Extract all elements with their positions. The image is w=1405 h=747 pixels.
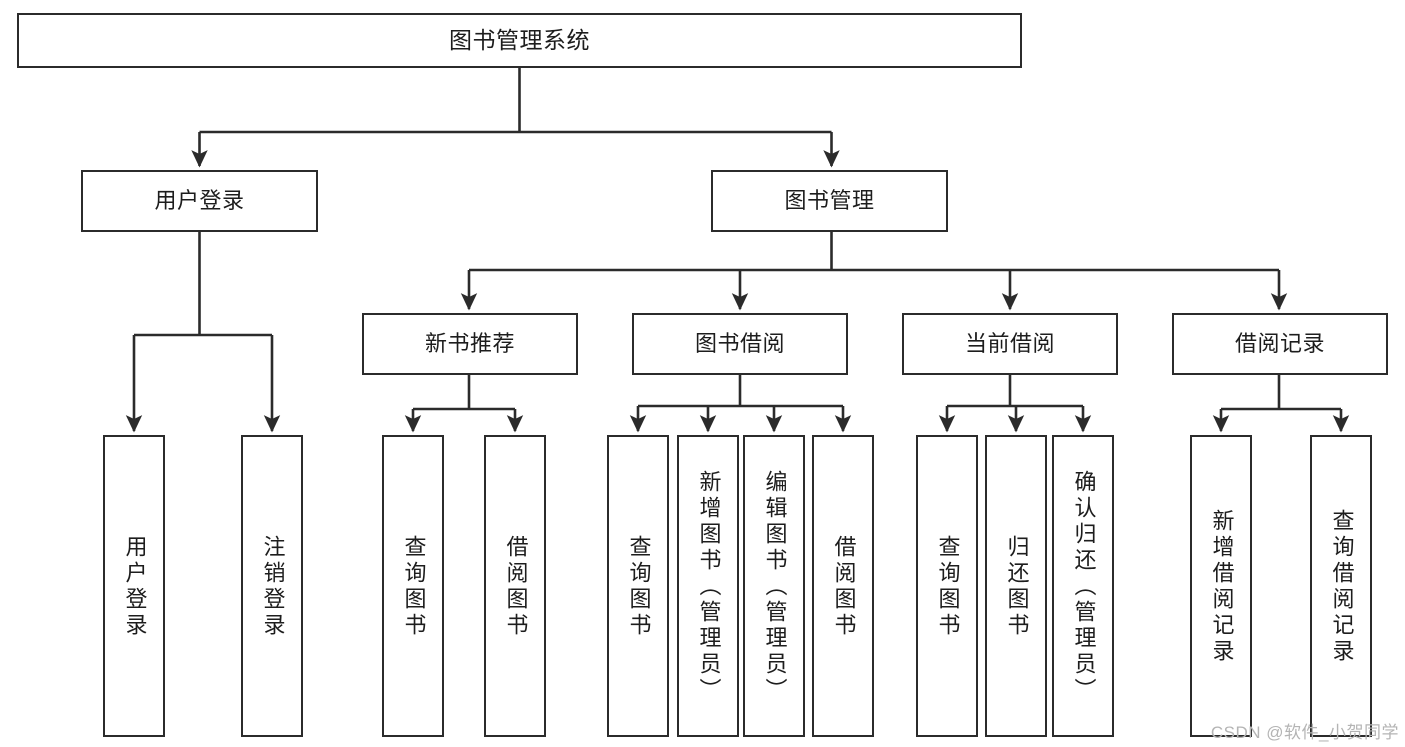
node-label: 查询图书 (401, 535, 427, 639)
node-leaf-query-borrow-record[interactable]: 查询借阅记录 (1310, 435, 1372, 737)
node-leaf-query-book-recommendation[interactable]: 查询图书 (382, 435, 444, 737)
node-label: 确认归还（管理员） (1071, 470, 1097, 704)
node-label: 借阅图书 (503, 535, 529, 639)
node-user-login[interactable]: 用户登录 (81, 170, 318, 232)
node-leaf-add-book-admin[interactable]: 新增图书（管理员） (677, 435, 739, 737)
node-label: 用户登录 (154, 188, 245, 214)
node-leaf-query-book-current[interactable]: 查询图书 (916, 435, 978, 737)
node-label: 当前借阅 (964, 331, 1055, 357)
node-label: 新增借阅记录 (1209, 509, 1235, 665)
node-label: 借阅图书 (831, 535, 857, 639)
node-leaf-add-borrow-record[interactable]: 新增借阅记录 (1190, 435, 1252, 737)
csdn-watermark: CSDN @软件_小贺同学 (1210, 723, 1399, 742)
node-label: 新书推荐 (424, 331, 515, 357)
node-label: 图书管理 (784, 188, 875, 214)
node-label: 查询借阅记录 (1329, 509, 1355, 665)
node-leaf-user-login[interactable]: 用户登录 (103, 435, 165, 737)
node-leaf-return-book[interactable]: 归还图书 (985, 435, 1047, 737)
node-leaf-borrow-book-borrowing[interactable]: 借阅图书 (812, 435, 874, 737)
node-book-management[interactable]: 图书管理 (711, 170, 948, 232)
node-label: 归还图书 (1004, 535, 1030, 639)
node-leaf-query-book-borrowing[interactable]: 查询图书 (607, 435, 669, 737)
node-label: 图书借阅 (694, 331, 785, 357)
node-label: 用户登录 (122, 535, 148, 639)
node-borrowing-record[interactable]: 借阅记录 (1172, 313, 1388, 375)
node-leaf-logout-login[interactable]: 注销登录 (241, 435, 303, 737)
node-leaf-edit-book-admin[interactable]: 编辑图书（管理员） (743, 435, 805, 737)
node-label: 编辑图书（管理员） (762, 470, 788, 704)
node-leaf-borrow-book-recommendation[interactable]: 借阅图书 (484, 435, 546, 737)
node-label: 图书管理系统 (449, 26, 590, 53)
node-leaf-confirm-return-admin[interactable]: 确认归还（管理员） (1052, 435, 1114, 737)
node-label: 借阅记录 (1234, 331, 1325, 357)
node-label: 注销登录 (260, 535, 286, 639)
node-label: 查询图书 (626, 535, 652, 639)
node-book-borrowing[interactable]: 图书借阅 (632, 313, 848, 375)
node-label: 查询图书 (935, 535, 961, 639)
node-current-borrowing[interactable]: 当前借阅 (902, 313, 1118, 375)
node-label: 新增图书（管理员） (696, 470, 722, 704)
node-root-book-management-system[interactable]: 图书管理系统 (17, 13, 1022, 68)
node-new-book-recommendation[interactable]: 新书推荐 (362, 313, 578, 375)
